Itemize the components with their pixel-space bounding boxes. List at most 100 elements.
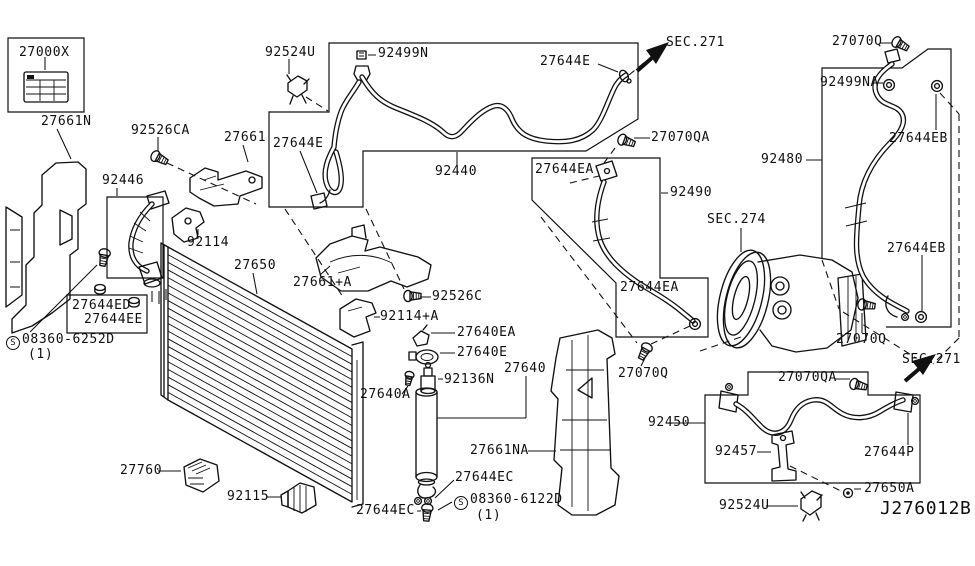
bracket-27661-drawing [190, 168, 262, 206]
part-92440-label: 92440 [435, 165, 477, 179]
part-92499n-text: 92499N [378, 46, 429, 61]
part-27070q-tr-label: 27070Q [832, 35, 883, 49]
part-27644ea-bot-text: 27644EA [620, 280, 679, 295]
part-27640a-text: 27640A [360, 387, 411, 402]
part-92115-label: 92115 [227, 490, 269, 504]
part-27644ee-text: 27644EE [84, 312, 143, 327]
bracket-92114a-drawing [340, 299, 376, 337]
part-27644ec-b-text: 27644EC [356, 503, 415, 518]
ref-sec271-bot-text: SEC.271 [902, 352, 961, 367]
part-27661-a-label: 27661+A [293, 276, 352, 290]
ref-sec274-label: SEC.274 [707, 213, 766, 227]
part-92136n-text: 92136N [444, 372, 495, 387]
part-92480-text: 92480 [761, 152, 804, 167]
part-27650-label: 27650 [234, 259, 276, 273]
part-27644ed-label: 27644ED [72, 299, 131, 313]
leader-lines [30, 43, 936, 511]
part-27661na-label: 27661NA [470, 444, 529, 458]
ref-27000x-label: 27000X [19, 46, 70, 60]
part-27070qa-top-text: 27070QA [651, 130, 710, 145]
bracket-27661a-drawing [316, 225, 431, 291]
part-27640e-text: 27640E [457, 345, 508, 360]
hose-92490-drawing [592, 161, 693, 321]
part-27640ea-label: 27640EA [457, 326, 516, 340]
part-92526ca-text: 92526CA [131, 123, 190, 138]
part-92490-label: 92490 [670, 186, 712, 200]
part-27644p-text: 27644P [864, 445, 915, 460]
part-27070q-comp-text: 27070Q [618, 366, 669, 381]
part-08360-6122d-text: 08360-6122D [470, 492, 563, 507]
sec271-bottom-arrow-icon [905, 354, 936, 381]
part-92115-text: 92115 [227, 489, 270, 504]
part-92490-text: 92490 [670, 185, 713, 200]
part-92114-label: 92114 [187, 236, 229, 250]
part-27661-label: 27661 [224, 131, 266, 145]
part-92480-label: 92480 [761, 153, 803, 167]
part-92499n-label: 92499N [378, 47, 429, 61]
part-92136n-label: 92136N [444, 373, 495, 387]
part-92450-label: 92450 [648, 416, 690, 430]
part-27644e-mid-text: 27644E [273, 136, 324, 151]
part-27661na-text: 27661NA [470, 443, 529, 458]
ref-sec274-text: SEC.274 [707, 212, 766, 227]
part-27644eb-a-label: 27644EB [889, 132, 948, 146]
ref-sec271-top-label: SEC.271 [666, 36, 725, 50]
part-27644ed-text: 27644ED [72, 298, 131, 313]
part-27070q-tr-text: 27070Q [832, 34, 883, 49]
part-27644e-mid-label: 27644E [273, 137, 324, 151]
part-27640e-label: 27640E [457, 346, 508, 360]
part-92526c-text: 92526C [432, 289, 483, 304]
part-92526c-label: 92526C [432, 290, 483, 304]
condenser-27650-drawing [161, 243, 363, 507]
part-27650a-text: 27650A [864, 481, 915, 496]
enclosure-boxes [8, 38, 951, 483]
drawing-code-text: J276012B [880, 498, 972, 519]
part-27661n-label: 27661N [41, 115, 92, 129]
part-27640a-label: 27640A [360, 388, 411, 402]
part-92114-a-label: 92114+A [380, 310, 439, 324]
drawing-code-label: J276012B [880, 498, 972, 519]
part-27760-label: 27760 [120, 464, 162, 478]
part-27644ea-top-label: 27644EA [535, 163, 594, 177]
connector-27760-drawing [184, 459, 219, 492]
part-92524u-top-text: 92524U [265, 45, 316, 60]
part-27644e-top-text: 27644E [540, 54, 591, 69]
reference-dashed-lines [167, 62, 959, 491]
air-guide-panel-drawing [6, 162, 86, 333]
qty-6252d-text: (1) [28, 347, 54, 362]
part-92457-text: 92457 [715, 444, 758, 459]
part-92499na-label: 92499NA [820, 76, 879, 90]
compressor-drawing [709, 245, 866, 352]
hose-92480-drawing [845, 49, 907, 317]
part-27640-label: 27640 [504, 362, 546, 376]
part-92446-label: 92446 [102, 174, 144, 188]
part-27644eb-b-text: 27644EB [887, 241, 946, 256]
part-92114-text: 92114 [187, 235, 230, 250]
part-27070qa-top-label: 27070QA [651, 131, 710, 145]
part-08360-6252d-text: 08360-6252D [22, 332, 115, 347]
part-27661-text: 27661 [224, 130, 267, 145]
part-92526ca-label: 92526CA [131, 124, 190, 138]
part-92457-label: 92457 [715, 445, 757, 459]
part-27070q-comp-label: 27070Q [618, 367, 669, 381]
ref-sec271-bot-label: SEC.271 [902, 353, 961, 367]
duct-27661na-drawing [551, 330, 619, 515]
part-92499na-text: 92499NA [820, 75, 879, 90]
part-27644ec-b-label: 27644EC [356, 504, 415, 518]
qty-6122d-text: (1) [476, 508, 502, 523]
part-27661-a-text: 27661+A [293, 275, 352, 290]
part-92450-text: 92450 [648, 415, 691, 430]
screw-badge-icon: S [454, 495, 468, 510]
clip-92524u-top-drawing [287, 75, 309, 104]
sensor-92115-drawing [281, 483, 316, 513]
screw-badge-icon: S [6, 335, 20, 350]
part-92524u-bot-text: 92524U [719, 498, 770, 513]
part-27644eb-b-label: 27644EB [887, 242, 946, 256]
part-27644ea-top-text: 27644EA [535, 162, 594, 177]
part-92524u-bot-label: 92524U [719, 499, 770, 513]
part-27650-text: 27650 [234, 258, 277, 273]
